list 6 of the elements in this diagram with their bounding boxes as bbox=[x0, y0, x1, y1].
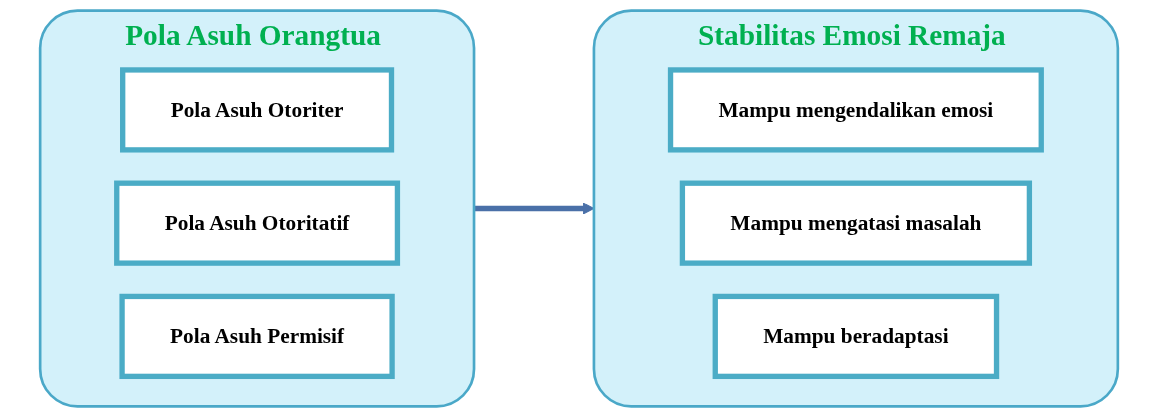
node-box: Pola Asuh Otoriter bbox=[120, 67, 395, 153]
node-box: Pola Asuh Permisif bbox=[119, 293, 395, 380]
node-box: Mampu mengatasi masalah bbox=[679, 180, 1033, 266]
node-box: Mampu beradaptasi bbox=[712, 293, 1000, 380]
node-box: Pola Asuh Otoritatif bbox=[114, 180, 401, 266]
node-box: Mampu mengendalikan emosi bbox=[667, 67, 1044, 153]
